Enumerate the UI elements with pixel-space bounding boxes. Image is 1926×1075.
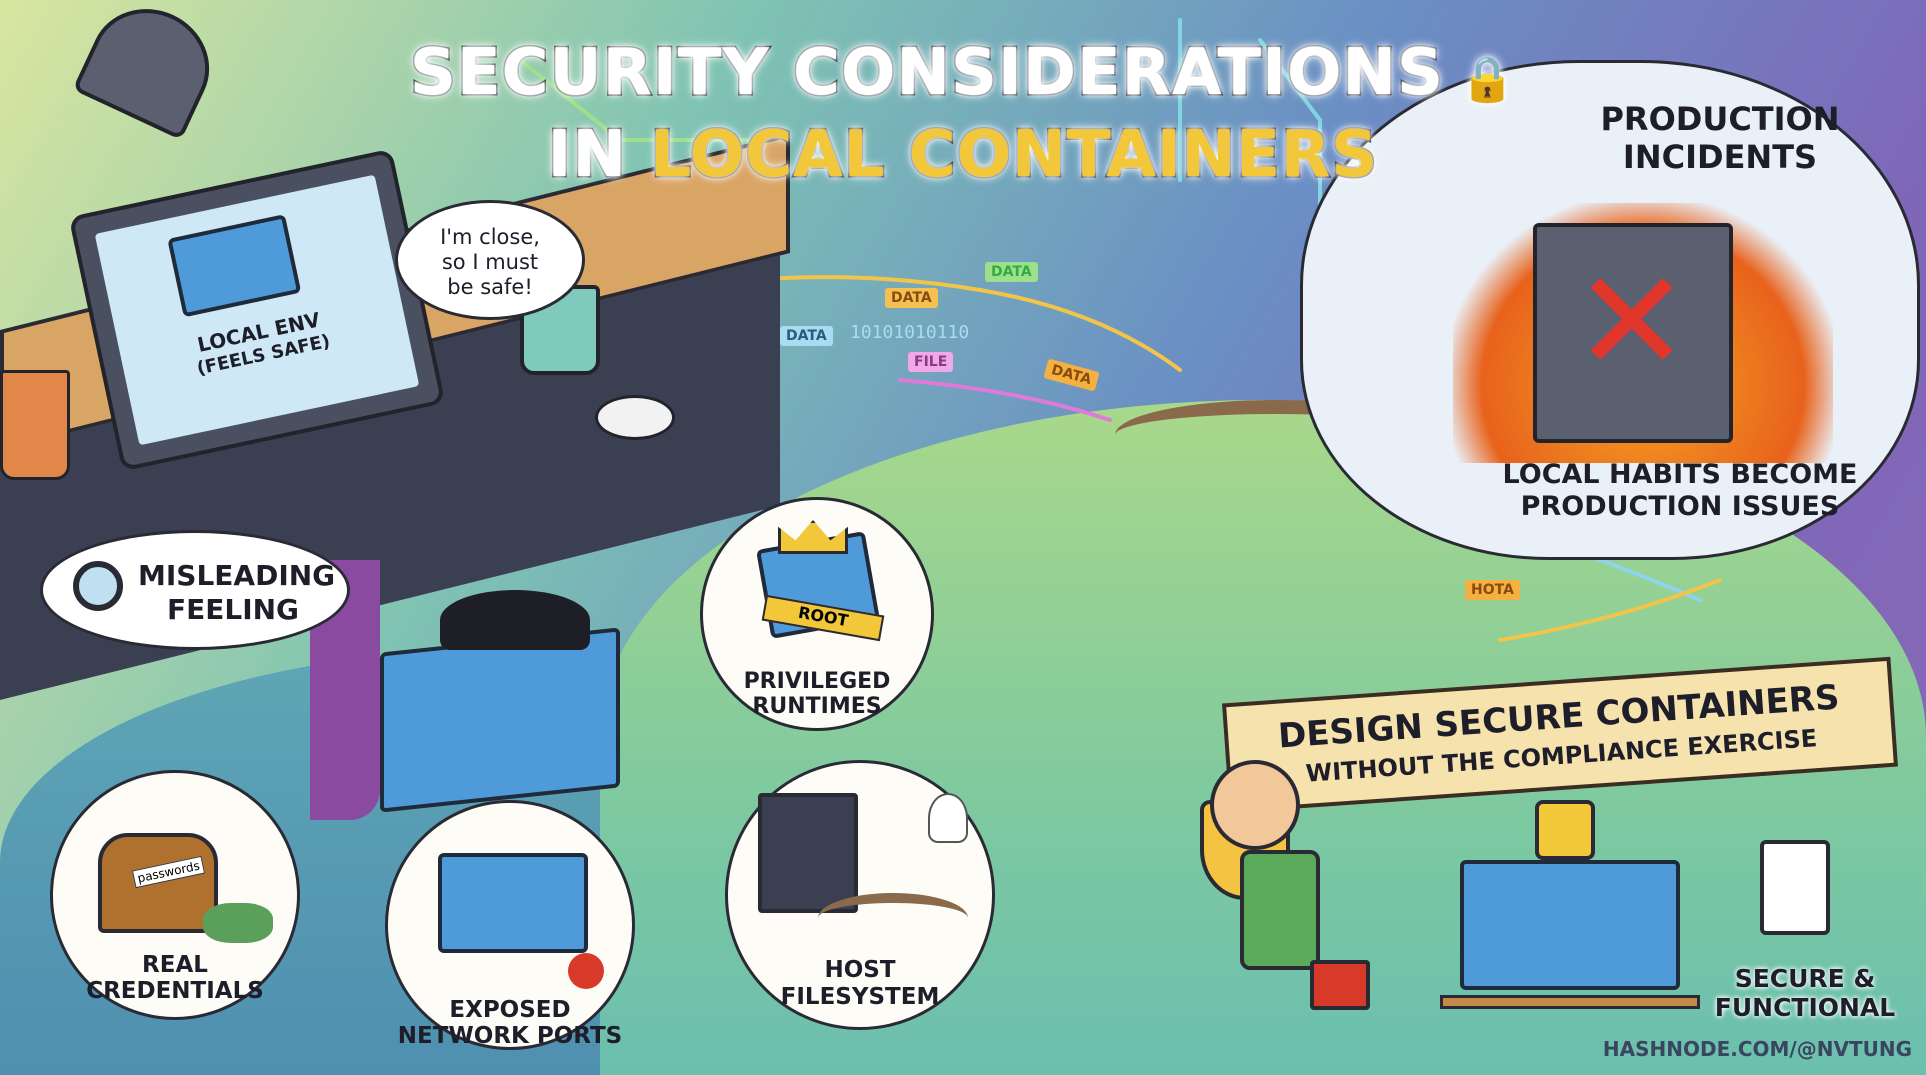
cloud-caption-2: PRODUCTION ISSUES — [1520, 491, 1840, 522]
toolbox-icon — [1310, 960, 1370, 1010]
data-tag: DATA — [985, 262, 1038, 282]
magnifier-icon — [73, 561, 123, 611]
developer-character — [1210, 760, 1300, 850]
balance-scale-icon — [1440, 995, 1700, 1009]
title-line-2: IN LOCAL CONTAINERS — [0, 117, 1926, 194]
dragon-icon — [203, 903, 273, 943]
title-highlight: LOCAL CONTAINERS — [649, 117, 1379, 194]
risk-label: RUNTIMES — [752, 694, 882, 719]
padlock-icon: 🔒 — [1444, 54, 1517, 105]
happy-container-icon — [167, 214, 302, 318]
privileged-runtimes-circle: ROOT PRIVILEGED RUNTIMES — [700, 497, 934, 731]
speech-line: I'm close, — [440, 225, 540, 249]
speech-line: be safe! — [447, 275, 533, 300]
developer-body — [1240, 850, 1320, 970]
risk-label: HOST — [824, 957, 896, 983]
padlock-icon — [1535, 800, 1595, 860]
thought-bubble: MISLEADING FEELING — [40, 530, 350, 650]
title-prefix: IN — [546, 117, 651, 194]
crown-icon — [778, 520, 848, 554]
pirate-container-icon — [380, 627, 620, 813]
real-credentials-circle: passwords REAL CREDENTIALS — [50, 770, 300, 1020]
checklist-icon — [1760, 840, 1830, 935]
open-container-icon — [438, 853, 588, 953]
cloud-caption-1: LOCAL HABITS BECOME — [1502, 459, 1858, 490]
data-arrow — [1498, 578, 1722, 642]
bridge-icon — [818, 893, 968, 943]
title-line-1: SECURITY CONSIDERATIONS 🔒 — [0, 35, 1926, 112]
server-terminal-icon — [758, 793, 858, 913]
binary-stream: 10101010110 — [850, 322, 970, 343]
file-tag: FILE — [908, 352, 954, 372]
risk-label: FILESYSTEM — [780, 984, 940, 1010]
red-x-icon: ✕ — [1573, 241, 1691, 404]
data-arrow — [978, 288, 1182, 372]
thought-line-2: FEELING — [166, 593, 300, 626]
exposed-ports-circle: EXPOSED NETWORK PORTS — [385, 800, 635, 1050]
ghost-icon — [928, 793, 968, 843]
data-tag: HOTA — [1465, 580, 1520, 600]
data-tag: DATA — [885, 288, 938, 308]
production-cloud: PRODUCTION INCIDENTS ✕ LOCAL HABITS BECO… — [1300, 60, 1920, 560]
mouse-icon — [595, 395, 675, 440]
devil-icon — [568, 953, 604, 989]
circuit-line — [518, 58, 762, 142]
plant-pot-icon — [0, 370, 70, 480]
server-rack-icon — [1533, 223, 1733, 443]
speech-line: so I must — [441, 250, 539, 275]
risk-label: CREDENTIALS — [86, 978, 264, 1004]
risk-label: NETWORK PORTS — [397, 1023, 623, 1049]
secure-container-icon — [1460, 860, 1680, 990]
thought-line-1: MISLEADING — [138, 559, 336, 592]
outcome-line-2: FUNCTIONAL — [1714, 993, 1896, 1022]
outcome-line-1: SECURE & — [1734, 964, 1876, 993]
data-arrow — [898, 378, 1112, 422]
cloud-title-1: PRODUCTION — [1600, 100, 1840, 138]
circuit-line — [1258, 38, 1322, 222]
laptop-screen: LOCAL ENV (FEELS SAFE) — [94, 174, 420, 446]
pirate-hat-icon — [440, 590, 590, 650]
cloud-title-2: INCIDENTS — [1622, 138, 1818, 176]
title-text: SECURITY CONSIDERATIONS — [408, 35, 1445, 112]
risk-label: PRIVILEGED — [743, 669, 891, 694]
risk-label: EXPOSED — [449, 997, 571, 1023]
host-filesystem-circle: HOST FILESYSTEM — [725, 760, 995, 1030]
risk-label: REAL — [142, 952, 208, 978]
speech-bubble: I'm close, so I must be safe! — [395, 200, 585, 320]
data-tag: DATA — [780, 326, 833, 346]
credit-link[interactable]: HASHNODE.COM/@NVTUNG — [1602, 1037, 1912, 1061]
